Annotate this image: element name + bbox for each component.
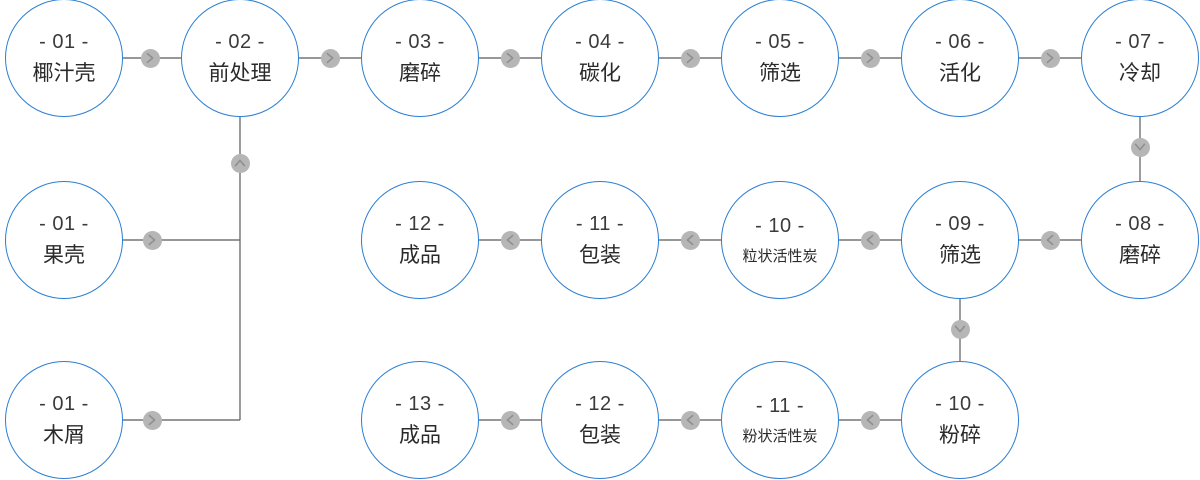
process-node-n2[interactable]: - 02 - 前处理 [181, 0, 299, 117]
arrow-left-icon [500, 230, 520, 250]
process-node-n4[interactable]: - 04 - 碳化 [541, 0, 659, 117]
arrow-right-icon [680, 48, 700, 68]
node-index: - 12 - [395, 213, 445, 235]
node-index: - 01 - [39, 393, 89, 415]
node-label: 果壳 [43, 244, 85, 267]
process-node-n6[interactable]: - 06 - 活化 [901, 0, 1019, 117]
arrow-right-icon [142, 230, 162, 250]
arrow-right-icon [1040, 48, 1060, 68]
node-label: 粒状活性炭 [742, 248, 818, 265]
node-label: 粉碎 [939, 424, 981, 447]
process-node-n10[interactable]: - 11 - 包装 [541, 181, 659, 299]
process-node-n12[interactable]: - 09 - 筛选 [901, 181, 1019, 299]
arrow-left-icon [680, 410, 700, 430]
node-index: - 01 - [39, 213, 89, 235]
process-node-n14[interactable]: - 01 - 木屑 [5, 361, 123, 479]
node-index: - 04 - [575, 31, 625, 53]
node-index: - 03 - [395, 31, 445, 53]
node-label: 磨碎 [399, 62, 441, 85]
process-node-n5[interactable]: - 05 - 筛选 [721, 0, 839, 117]
node-index: - 01 - [39, 31, 89, 53]
node-label: 包装 [579, 244, 621, 267]
node-label: 磨碎 [1119, 244, 1161, 267]
arrow-down-icon [950, 319, 970, 339]
node-label: 筛选 [759, 62, 801, 85]
node-label: 冷却 [1119, 62, 1161, 85]
arrow-right-icon [140, 48, 160, 68]
arrow-down-icon [1130, 137, 1150, 157]
arrow-right-icon [860, 48, 880, 68]
process-node-n1[interactable]: - 01 - 椰汁壳 [5, 0, 123, 117]
node-label: 活化 [939, 62, 981, 85]
process-node-n13[interactable]: - 08 - 磨碎 [1081, 181, 1199, 299]
node-label: 包装 [579, 424, 621, 447]
node-index: - 11 - [755, 395, 805, 417]
arrow-left-icon [680, 230, 700, 250]
node-index: - 02 - [215, 31, 265, 53]
process-node-n16[interactable]: - 12 - 包装 [541, 361, 659, 479]
node-index: - 13 - [395, 393, 445, 415]
node-label: 前处理 [208, 62, 272, 85]
node-label: 成品 [399, 424, 441, 447]
process-node-n11[interactable]: - 10 - 粒状活性炭 [721, 181, 839, 299]
node-index: - 10 - [755, 215, 805, 237]
arrow-left-icon [500, 410, 520, 430]
arrow-right-icon [320, 48, 340, 68]
node-index: - 11 - [575, 213, 625, 235]
node-index: - 12 - [575, 393, 625, 415]
arrow-right-icon [142, 410, 162, 430]
process-node-n3[interactable]: - 03 - 磨碎 [361, 0, 479, 117]
node-index: - 10 - [935, 393, 985, 415]
process-node-n7[interactable]: - 07 - 冷却 [1081, 0, 1199, 117]
arrow-left-icon [860, 230, 880, 250]
process-node-n17[interactable]: - 11 - 粉状活性炭 [721, 361, 839, 479]
node-label: 粉状活性炭 [742, 428, 818, 445]
node-index: - 07 - [1115, 31, 1165, 53]
arrow-left-icon [1040, 230, 1060, 250]
node-index: - 08 - [1115, 213, 1165, 235]
node-label: 椰汁壳 [32, 62, 96, 85]
arrow-up-icon [230, 153, 250, 173]
process-node-n8[interactable]: - 01 - 果壳 [5, 181, 123, 299]
node-index: - 05 - [755, 31, 805, 53]
node-label: 木屑 [43, 424, 85, 447]
node-index: - 09 - [935, 213, 985, 235]
arrow-left-icon [860, 410, 880, 430]
arrow-right-icon [500, 48, 520, 68]
process-node-n9[interactable]: - 12 - 成品 [361, 181, 479, 299]
node-label: 碳化 [579, 62, 621, 85]
node-label: 成品 [399, 244, 441, 267]
node-label: 筛选 [939, 244, 981, 267]
process-node-n15[interactable]: - 13 - 成品 [361, 361, 479, 479]
process-node-n18[interactable]: - 10 - 粉碎 [901, 361, 1019, 479]
node-index: - 06 - [935, 31, 985, 53]
